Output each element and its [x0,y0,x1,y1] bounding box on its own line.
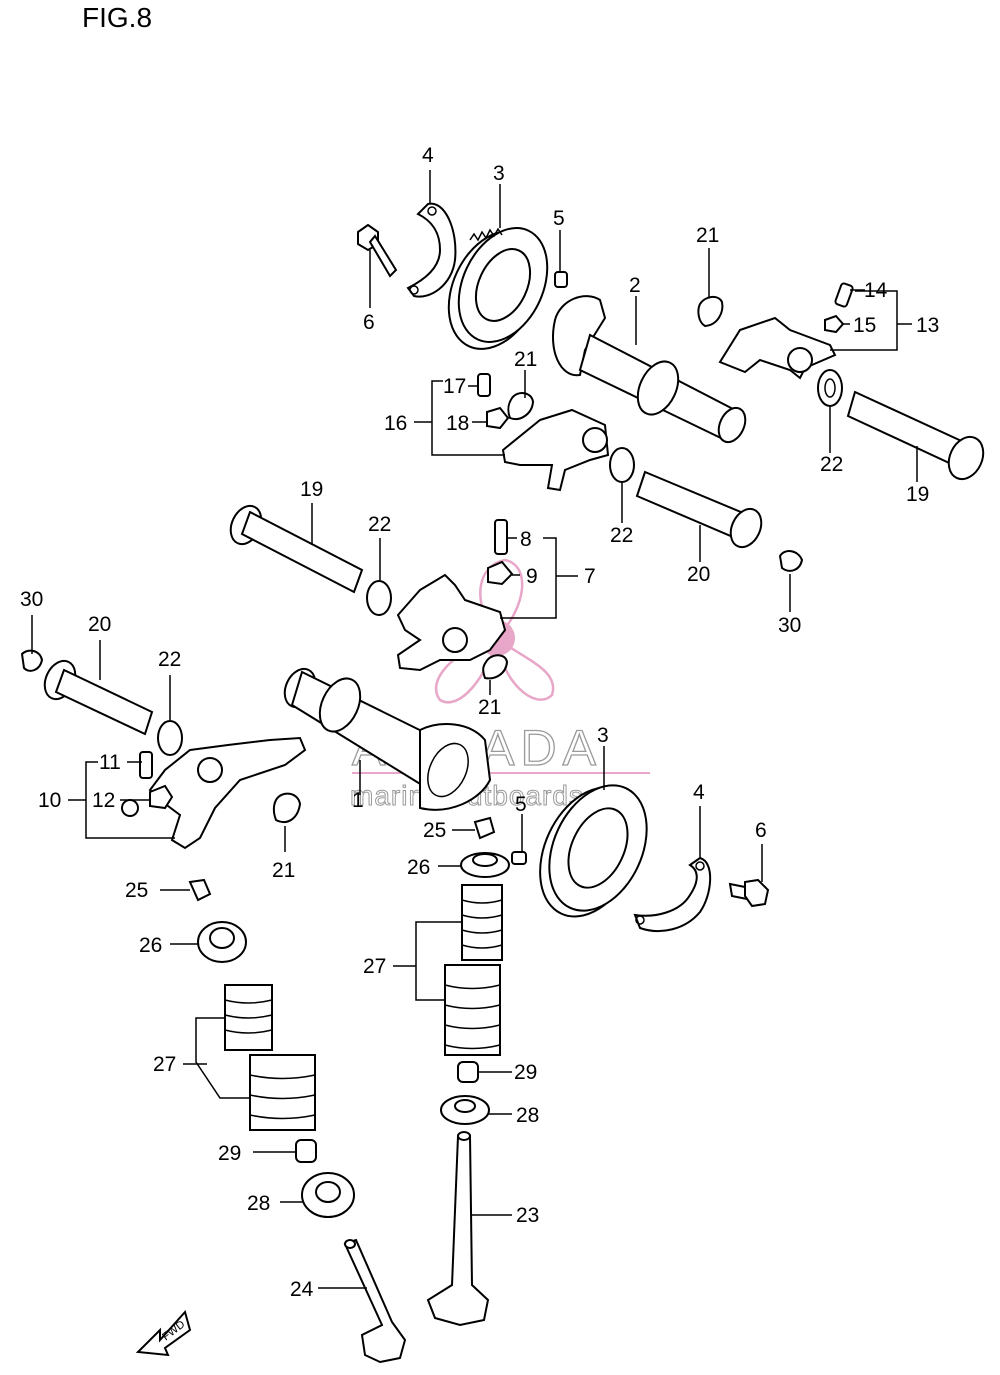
callout-18: 18 [446,412,469,435]
spring-retainer-28b [301,1172,355,1218]
callout-28: 28 [516,1104,539,1127]
retainer-clip-upper [406,202,457,298]
callout-20: 20 [687,563,710,586]
bolt-upper [357,223,398,278]
callout-3: 3 [493,162,505,185]
valve-spring-27a [444,884,503,1056]
rocker-arm-assembly-13 [718,282,854,380]
callout-4: 4 [693,781,705,804]
bolt-lower [728,878,770,908]
callout-27: 27 [363,955,386,978]
callout-28: 28 [247,1192,270,1215]
callout-26: 26 [407,856,430,879]
callout-30: 30 [778,614,801,637]
lock-washer-21b [507,392,535,420]
rocker-shaft-20a [635,470,763,549]
callout-21: 21 [696,224,719,247]
rocker-arm-assembly-10 [121,736,307,850]
camshaft-gear-upper [447,227,549,350]
callout-16: 16 [384,412,407,435]
callout-13: 13 [916,314,939,337]
callout-9: 9 [526,565,538,588]
callout-21: 21 [272,859,295,882]
callout-21: 21 [478,696,501,719]
rocker-arm-16 [477,373,610,492]
rocker-shaft-19a [229,504,364,594]
callout-labels: 4 3 5 6 2 21 14 15 13 21 17 16 18 22 19 … [20,144,939,1301]
callout-5: 5 [553,207,565,230]
callout-17: 17 [443,375,466,398]
callout-7: 7 [584,565,596,588]
callout-20: 20 [88,613,111,636]
callout-22: 22 [820,453,843,476]
rocker-arm-assembly-7 [396,519,514,672]
valve-cotter-25b [188,878,212,902]
spring-retainer-28a [440,1095,490,1125]
washer-22d [157,720,183,756]
dowel-pin-upper [554,271,568,288]
callout-6: 6 [755,819,767,842]
callout-10: 10 [38,789,61,812]
callout-1: 1 [352,789,364,812]
callout-5: 5 [515,793,527,816]
valve-seal-29b [295,1139,317,1163]
valve-seal-29a [457,1061,479,1083]
callout-30: 30 [20,588,43,611]
lock-washer-21c [482,654,509,680]
lock-washer-21d [272,792,302,823]
cap-30b [778,550,804,572]
dowel-pin-lower [511,851,527,865]
cap-30a [20,649,44,672]
callout-22: 22 [610,524,633,547]
watermark: ARMADA marine outboards [350,558,650,812]
camshaft-upper [551,295,747,444]
callout-25: 25 [423,819,446,842]
rocker-shaft-19b [846,390,985,481]
callout-6: 6 [363,311,375,334]
callout-24: 24 [290,1278,314,1301]
figure-title: FIG.8 [82,2,153,33]
spring-seat-26a [460,852,510,878]
callout-3: 3 [597,724,609,747]
callout-21: 21 [514,348,537,371]
spring-seat-26b [197,921,247,963]
valve-24 [343,1238,407,1364]
valve-spring-27b [224,984,316,1131]
washer-22c [366,580,392,616]
washer-22b [609,447,635,483]
callout-29: 29 [514,1061,537,1084]
forward-direction-arrow-icon: FWD [135,1309,192,1357]
callout-15: 15 [853,314,876,337]
lock-washer-21a [697,296,724,328]
retainer-clip-lower [633,856,712,932]
washer-22a [817,369,843,407]
camshaft-gear-lower [539,784,648,918]
callout-29: 29 [218,1142,241,1165]
callout-12: 12 [92,789,115,812]
callout-4: 4 [422,144,434,167]
callout-19: 19 [300,478,323,501]
valve-23 [426,1131,490,1327]
callout-25: 25 [125,879,148,902]
callout-11: 11 [99,751,121,774]
valve-cotter-25a [473,816,496,840]
callout-19: 19 [906,483,929,506]
leader-lines [31,170,918,1289]
callout-23: 23 [516,1204,539,1227]
callout-27: 27 [153,1053,176,1076]
callout-22: 22 [158,648,181,671]
rocker-shaft-20b [43,659,154,736]
callout-14: 14 [864,279,888,302]
callout-22: 22 [368,513,391,536]
callout-2: 2 [629,274,641,297]
callout-26: 26 [139,934,162,957]
camshaft-lower [283,667,492,811]
callout-8: 8 [520,528,532,551]
